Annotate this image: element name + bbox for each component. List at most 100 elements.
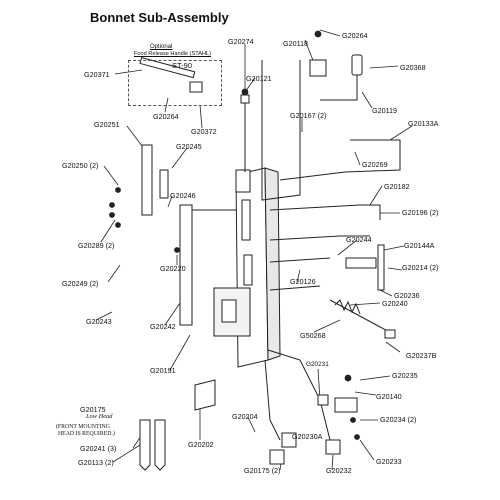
label-g20269: G20269 (362, 160, 388, 169)
rail-upper (261, 60, 301, 201)
label-g20202: G20202 (188, 440, 214, 449)
label-g20245: G20245 (176, 142, 202, 151)
leader-line (359, 375, 391, 381)
screw (115, 187, 121, 193)
label-g20220: G20220 (160, 264, 186, 273)
handle-rod (320, 75, 358, 101)
leader-line (359, 439, 375, 461)
label-g20368: G20368 (400, 63, 426, 72)
leader-line (100, 219, 116, 243)
spring-cap (384, 329, 396, 339)
leader-line (369, 65, 399, 69)
leader-line (319, 29, 341, 37)
part-g20232 (325, 439, 341, 455)
label-g20251: G20251 (94, 120, 120, 129)
label-g20126: G20126 (290, 277, 316, 286)
label-g20119: G20119 (372, 106, 398, 115)
label-g20234: G20234 (2) (380, 415, 417, 424)
part-g20175 (269, 449, 285, 465)
leader-line (331, 454, 334, 471)
screw (241, 88, 249, 96)
screw (109, 212, 115, 218)
front-note-line2: HEAD IS REQUIRED.) (58, 431, 115, 437)
diagram-title: Bonnet Sub-Assembly (90, 10, 229, 25)
label-g20167: G20167 (2) (290, 111, 327, 120)
rail-g20182 (269, 204, 381, 220)
label-g20249: G20249 (2) (62, 279, 99, 288)
leader-line (95, 311, 113, 321)
label-g20204: G20204 (232, 412, 258, 421)
leader-line (164, 302, 181, 326)
leader-line (354, 151, 361, 166)
optional-note-title: Optional (150, 44, 173, 50)
label-g20242: G20242 (150, 322, 176, 331)
label-g20182: G20182 (384, 182, 410, 191)
label-g20175-low: G20175 (80, 405, 106, 414)
leader-line (313, 319, 341, 333)
part-g20230a (281, 432, 297, 448)
screw (350, 417, 356, 423)
leader-line (369, 185, 383, 206)
rail-mid (269, 235, 370, 241)
leader-line (389, 125, 413, 141)
optional-kit-box (128, 60, 222, 106)
plate-g20202 (194, 379, 216, 411)
opt-collar (189, 81, 203, 93)
rail-g20133a (279, 139, 401, 181)
label-g20113: G20113 (2) (78, 458, 114, 467)
label-g20371: G20371 (84, 70, 110, 79)
leader-line (171, 147, 188, 169)
label-g20241: G20241 (3) (80, 444, 117, 453)
bracket-g20251 (141, 144, 153, 216)
label-g20264-top: G20264 (342, 31, 368, 40)
handle-block (309, 59, 327, 77)
rod-cap (240, 94, 250, 104)
leader-line (379, 289, 393, 297)
label-g20214: G20214 (2) (402, 263, 439, 272)
optional-note-desc: Food Release Handle (STAHL) (134, 51, 212, 57)
front-note-line1: (FRONT MOUNTING (56, 424, 110, 430)
label-low-head: Low Head (86, 413, 113, 420)
label-g20250: G20250 (2) (62, 161, 99, 170)
leader-line (107, 264, 121, 283)
spring (334, 299, 361, 315)
low-head-clip (154, 419, 166, 471)
label-g20240: G20240 (382, 299, 408, 308)
clamp-g20140 (334, 397, 358, 413)
rail-lower-a (269, 285, 321, 291)
frame-lower-slot (221, 299, 237, 323)
leader-line (247, 416, 256, 433)
screw (174, 247, 180, 253)
bracket-g20245 (159, 169, 169, 199)
post-g20144a (377, 244, 385, 291)
frame-top-block (235, 169, 251, 193)
leader-line (296, 269, 301, 283)
screw (354, 434, 360, 440)
screw (115, 222, 121, 228)
optional-kit-label: ST-90 (172, 61, 193, 70)
leader-line (337, 239, 358, 256)
leader-line (169, 334, 191, 371)
frame-slot (241, 199, 251, 241)
label-g20231: G20231 (306, 361, 329, 368)
leader-line (199, 104, 203, 129)
label-g20233: G20233 (376, 457, 402, 466)
bracket-g20246 (179, 204, 193, 326)
leader-line (387, 267, 403, 271)
label-g20175-bottom: G20175 (2) (244, 466, 281, 475)
label-g20372: G20372 (191, 127, 217, 136)
screw (109, 202, 115, 208)
screw (314, 30, 322, 38)
label-g20230a: G20230A (292, 432, 323, 441)
leader-line (349, 302, 381, 306)
leader-line (385, 341, 401, 353)
label-g20191: G20191 (150, 366, 176, 375)
leader-line (361, 91, 373, 109)
frame-slot (243, 254, 253, 286)
post-g20214 (345, 257, 377, 269)
label-g20244: G20244 (346, 235, 372, 244)
leader-line (354, 391, 377, 396)
leader-line (103, 165, 119, 186)
